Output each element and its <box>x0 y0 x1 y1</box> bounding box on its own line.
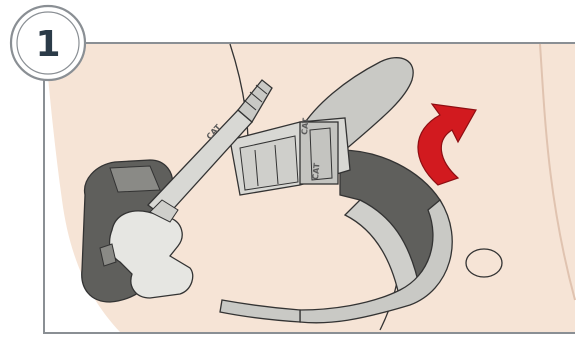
buckle-brand-label: CAT <box>300 117 310 135</box>
buckle-brand-label-lower: CAT <box>311 162 321 180</box>
step-number: 1 <box>35 24 60 65</box>
